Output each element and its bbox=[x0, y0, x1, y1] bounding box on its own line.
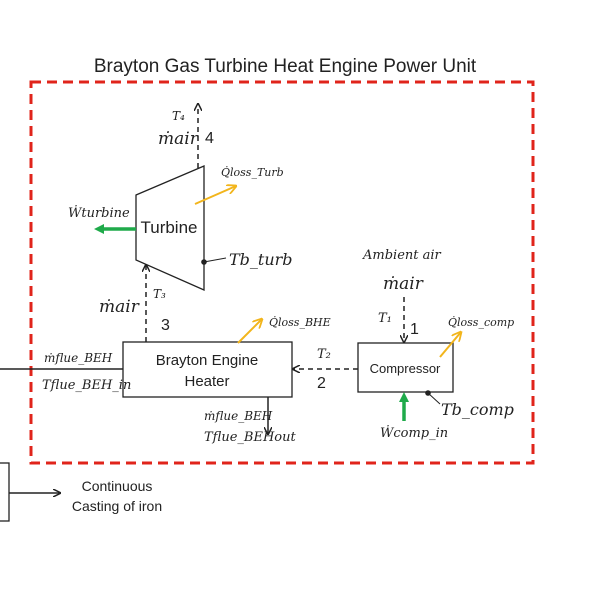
heater-label-line1: Brayton Engine bbox=[156, 352, 259, 369]
casting-box bbox=[0, 462, 10, 522]
compressor-temp-leader bbox=[427, 392, 441, 405]
flue-outlet-mass-flow: ṁflue_BEH bbox=[204, 409, 273, 423]
diagram-title: Brayton Gas Turbine Heat Engine Power Un… bbox=[94, 56, 477, 77]
compressor-heat-loss-label: Q̇loss_comp bbox=[448, 316, 514, 329]
turbine-temp-leader bbox=[203, 257, 227, 263]
turbine-outlet-mass-flow: ṁair bbox=[158, 129, 199, 149]
state-3-label: 3 bbox=[161, 317, 170, 334]
turbine-shape bbox=[135, 165, 205, 291]
flue-inlet-mass-flow: ṁflue_BEH bbox=[44, 351, 113, 365]
turbine-work-label: Ẇturbine bbox=[68, 204, 130, 221]
heater-box bbox=[122, 341, 293, 398]
heater-heat-loss-label: Q̇loss_BHE bbox=[269, 316, 331, 329]
turbine-outlet-temp: T₄ bbox=[172, 109, 185, 123]
heater-heat-loss-arrow bbox=[237, 319, 262, 344]
ambient-air-label: Ambient air bbox=[362, 248, 442, 263]
turbine-heat-loss-label: Q̇loss_Turb bbox=[221, 166, 284, 179]
turbine-inlet-temp: T₃ bbox=[153, 287, 166, 301]
heater-label-line2: Heater bbox=[184, 373, 229, 390]
system-boundary bbox=[29, 80, 535, 465]
flue-outlet-temp: Tflue_BEHout bbox=[204, 430, 296, 445]
casting-label-line1: Continuous bbox=[82, 478, 153, 494]
compressor-label: Compressor bbox=[370, 361, 441, 376]
compressor-inlet-mass-flow: ṁair bbox=[383, 274, 424, 294]
compressor-box bbox=[357, 342, 454, 393]
state-1-label: 1 bbox=[410, 321, 419, 338]
turbine-label: Turbine bbox=[140, 218, 197, 237]
compressor-inlet-temp: T₁ bbox=[378, 311, 392, 326]
state-2-label: 2 bbox=[317, 375, 326, 392]
turbine-body-temp: Tb_turb bbox=[229, 250, 293, 269]
compressor-outlet-temp: T₂ bbox=[317, 347, 331, 362]
turbine-heat-loss-arrow bbox=[194, 186, 236, 205]
state-4-label: 4 bbox=[205, 130, 214, 147]
flue-inlet-temp: Tflue_BEH_in bbox=[42, 378, 131, 393]
compressor-body-temp: Tb_comp bbox=[441, 400, 514, 419]
casting-label-line2: Casting of iron bbox=[72, 498, 162, 514]
turbine-inlet-mass-flow: ṁair bbox=[99, 297, 140, 317]
compressor-work-label: Ẇcomp_in bbox=[380, 424, 448, 441]
compressor-heat-loss-arrow bbox=[439, 332, 461, 358]
